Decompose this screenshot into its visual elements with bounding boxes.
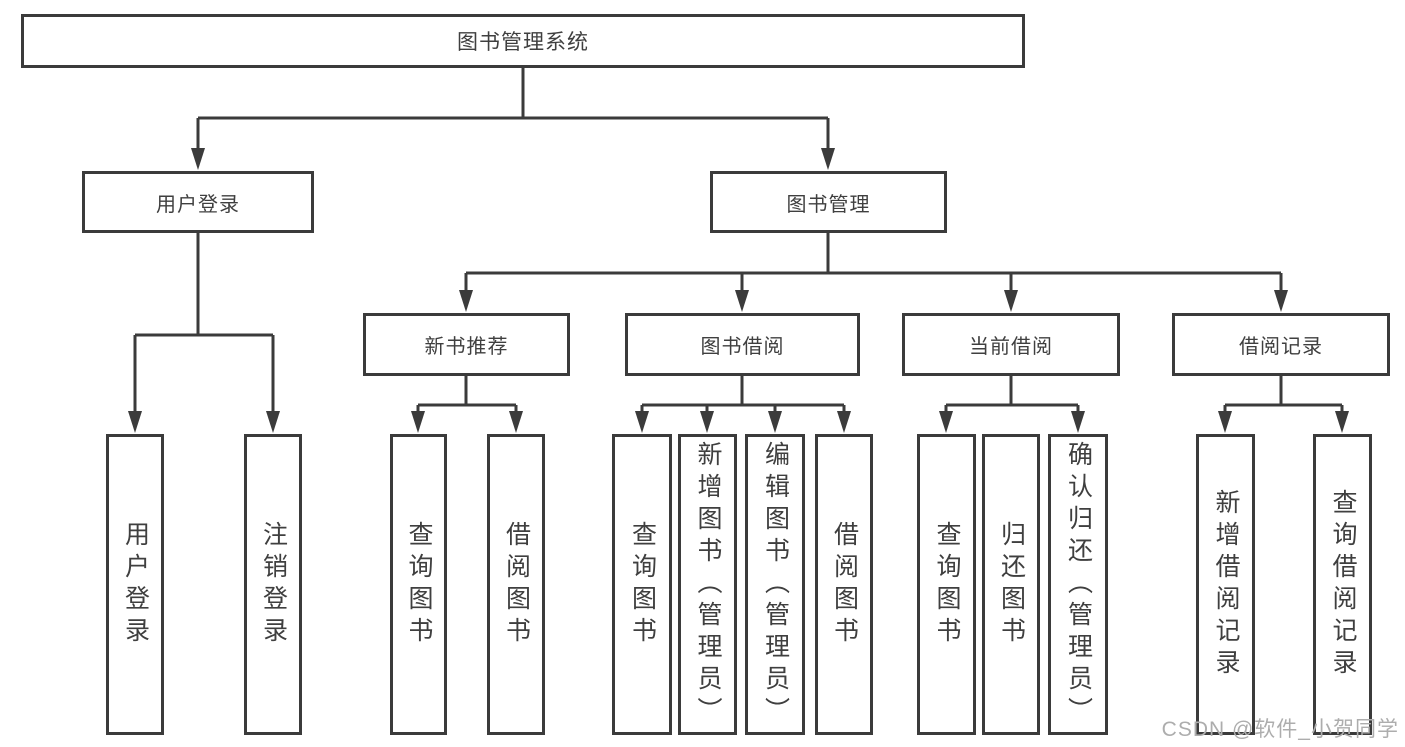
node-label: 用户登录 — [121, 520, 150, 649]
node-label: 借阅图书 — [502, 520, 531, 649]
node-label: 新书推荐 — [424, 336, 509, 358]
node-label: 确认归还（管理员） — [1064, 440, 1093, 729]
leaf-query-books-recommend: 查询图书 — [390, 434, 447, 735]
node-label: 编辑图书（管理员） — [761, 440, 790, 729]
node-label: 归还图书 — [997, 520, 1026, 649]
leaf-user-login: 用户登录 — [106, 434, 164, 735]
node-label: 新增借阅记录 — [1212, 488, 1240, 681]
node-book-management-branch: 图书管理 — [710, 171, 947, 233]
node-label: 查询图书 — [933, 520, 961, 649]
leaf-query-borrow-record: 查询借阅记录 — [1313, 434, 1372, 735]
leaf-edit-book-admin: 编辑图书（管理员） — [745, 434, 805, 735]
node-label: 图书借阅 — [700, 336, 785, 358]
node-book-borrowing: 图书借阅 — [625, 313, 860, 376]
node-label: 查询图书 — [405, 520, 433, 649]
leaf-query-books-current: 查询图书 — [917, 434, 976, 735]
node-label: 查询借阅记录 — [1329, 488, 1357, 681]
node-current-borrowing: 当前借阅 — [902, 313, 1120, 376]
node-borrowing-records: 借阅记录 — [1172, 313, 1390, 376]
csdn-watermark: CSDN @软件_小贺同学 — [1161, 718, 1399, 741]
arrowhead-icons — [128, 148, 1349, 433]
node-user-login-branch: 用户登录 — [82, 171, 314, 233]
leaf-borrow-books: 借阅图书 — [815, 434, 873, 735]
leaf-logout: 注销登录 — [244, 434, 302, 735]
leaf-return-books: 归还图书 — [982, 434, 1040, 735]
leaf-borrow-books-recommend: 借阅图书 — [487, 434, 545, 735]
leaf-add-borrow-record: 新增借阅记录 — [1196, 434, 1255, 735]
node-label: 注销登录 — [259, 520, 288, 649]
node-system-root: 图书管理系统 — [21, 14, 1025, 68]
node-label: 图书管理 — [786, 193, 871, 216]
node-new-book-recommend: 新书推荐 — [363, 313, 570, 376]
node-label: 当前借阅 — [969, 336, 1053, 358]
node-label: 用户登录 — [156, 193, 240, 216]
node-label: 借阅图书 — [830, 520, 859, 649]
node-label: 图书管理系统 — [457, 31, 589, 54]
leaf-confirm-return-admin: 确认归还（管理员） — [1048, 434, 1108, 735]
leaf-query-books-borrow: 查询图书 — [612, 434, 672, 735]
node-label: 借阅记录 — [1239, 336, 1323, 358]
leaf-add-book-admin: 新增图书（管理员） — [678, 434, 737, 735]
node-label: 查询图书 — [628, 520, 657, 649]
node-label: 新增图书（管理员） — [694, 440, 722, 729]
